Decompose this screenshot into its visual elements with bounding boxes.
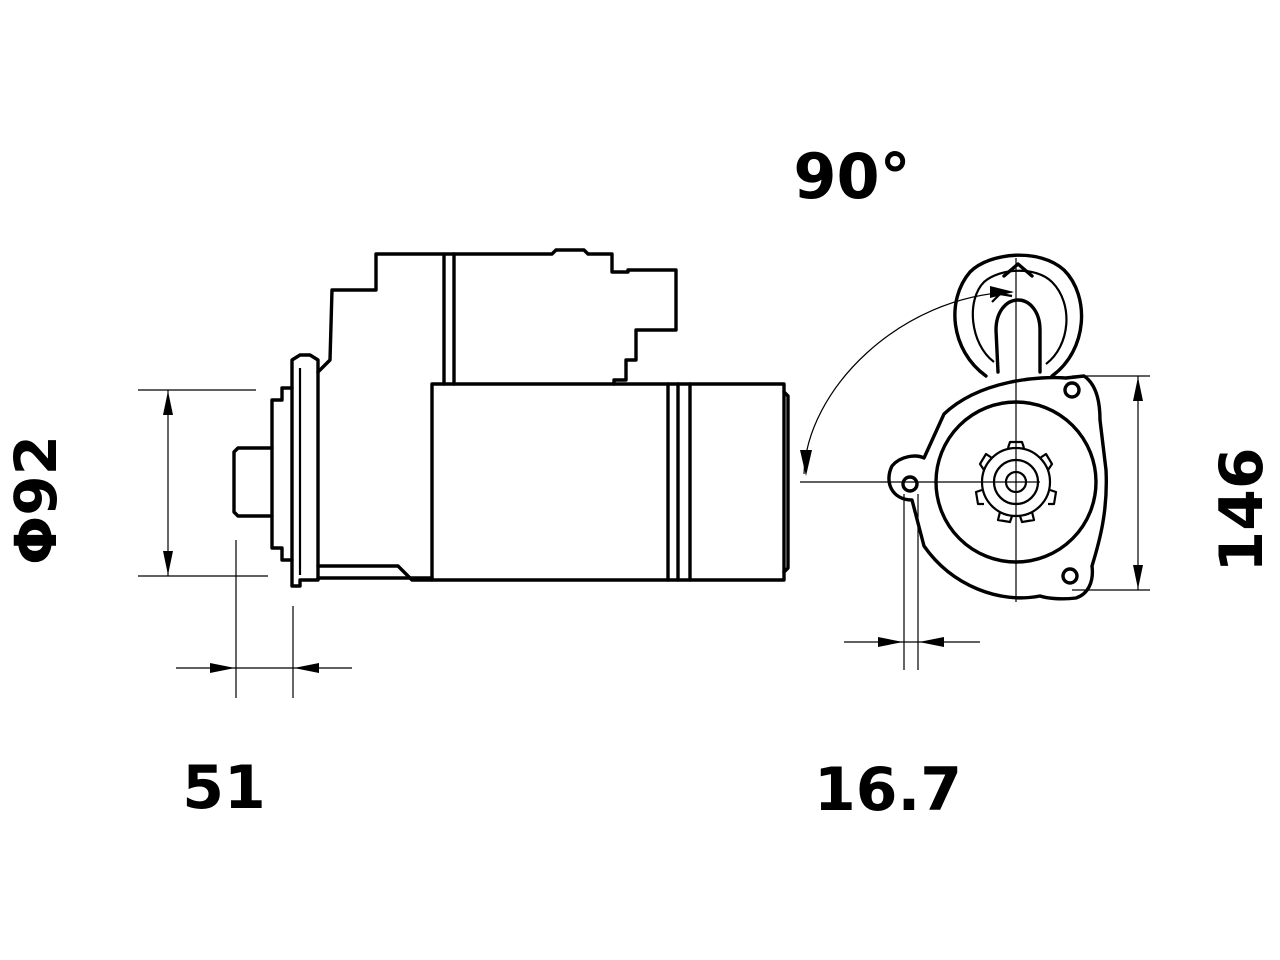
height-dimension: 146 [1072, 375, 1277, 591]
mounting-flange [290, 353, 320, 588]
terminal-cap [953, 253, 1084, 378]
diameter-dimension: Φ92 [2, 389, 268, 577]
flange-offset-dimension: 51 [176, 540, 352, 823]
drive-housing [316, 252, 456, 374]
angle-dimension: 90° [793, 140, 1014, 476]
side-view [232, 248, 790, 588]
hole-offset-label: 16.7 [814, 755, 962, 825]
solenoid [452, 248, 678, 386]
height-label: 146 [1207, 447, 1277, 572]
nose-step [270, 386, 294, 562]
pinion-shaft [232, 446, 274, 518]
motor-body [430, 382, 786, 582]
hole-offset-dimension: 16.7 [814, 494, 980, 825]
end-flange [887, 374, 1109, 601]
diameter-label: Φ92 [2, 435, 70, 565]
flange-offset-label: 51 [182, 753, 266, 823]
end-view [800, 253, 1109, 602]
angle-label: 90° [793, 140, 910, 213]
